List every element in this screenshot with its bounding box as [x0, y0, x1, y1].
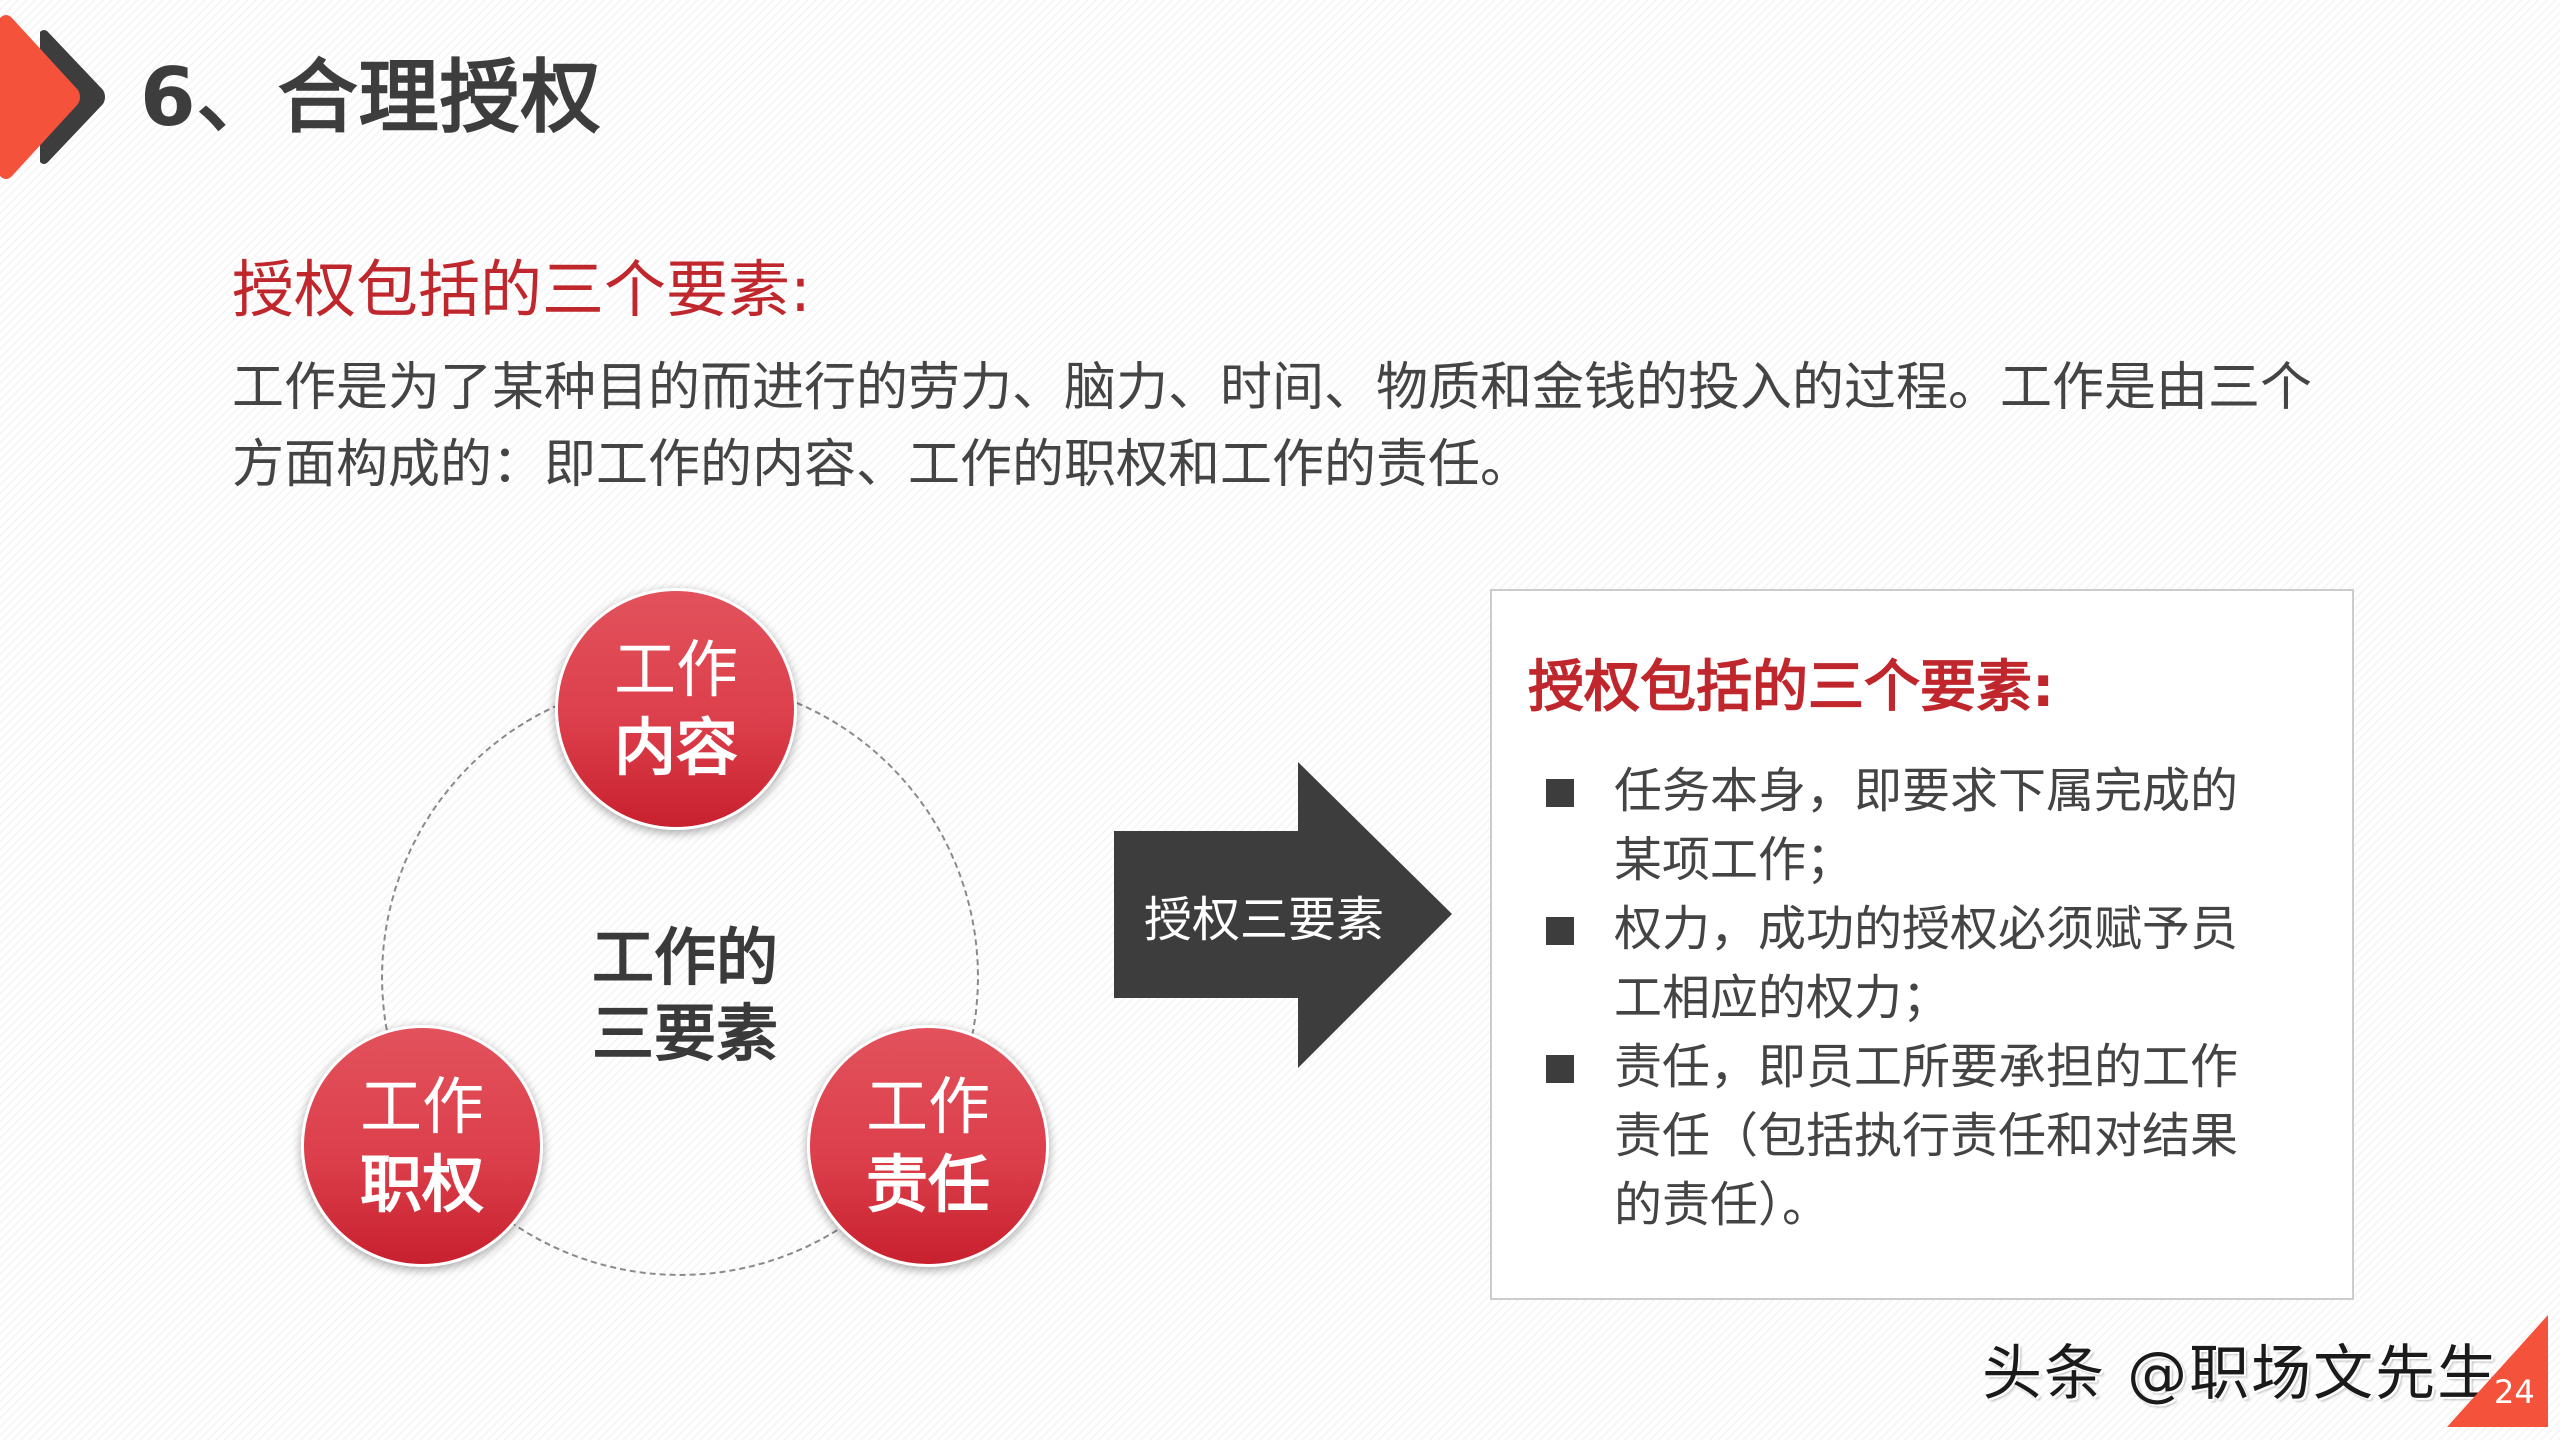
- slide-title: 6、合理授权: [140, 51, 602, 144]
- square-bullet-icon: [1546, 779, 1574, 807]
- bubble-line2: 职权: [359, 1148, 484, 1221]
- bubble-line1: 工作: [613, 633, 738, 706]
- list-item-text: 权力，成功的授权必须赋予员工相应的权力；: [1614, 901, 2239, 1026]
- page-number: 24: [2494, 1373, 2535, 1411]
- chevron-logo-icon: [0, 15, 105, 179]
- list-item-text: 任务本身，即要求下属完成的某项工作；: [1614, 763, 2239, 888]
- list-item-text: 责任，即员工所要承担的工作责任（包括执行责任和对结果的责任）。: [1614, 1039, 2239, 1233]
- bubble-work-responsibility: 工作 责任: [807, 1025, 1049, 1267]
- bubble-line1: 工作: [359, 1070, 484, 1143]
- info-card: 授权包括的三个要素: 任务本身，即要求下属完成的某项工作； 权力，成功的授权必须…: [1490, 589, 2354, 1300]
- bubble-work-content: 工作 内容: [555, 588, 797, 830]
- card-list: 任务本身，即要求下属完成的某项工作； 权力，成功的授权必须赋予员工相应的权力； …: [1492, 757, 2352, 1240]
- list-item: 责任，即员工所要承担的工作责任（包括执行责任和对结果的责任）。: [1492, 1033, 2264, 1240]
- center-label-line2: 三要素: [591, 997, 778, 1070]
- section-heading: 授权包括的三个要素:: [232, 253, 811, 326]
- diagram-center-label: 工作的 三要素: [560, 920, 810, 1072]
- bubble-line2: 内容: [613, 711, 738, 784]
- center-label-line1: 工作的: [591, 921, 778, 994]
- square-bullet-icon: [1546, 917, 1574, 945]
- corner-triangle-icon: [2447, 1315, 2548, 1427]
- bubble-work-authority: 工作 职权: [301, 1025, 543, 1267]
- square-bullet-icon: [1546, 1055, 1574, 1083]
- list-item: 权力，成功的授权必须赋予员工相应的权力；: [1492, 895, 2264, 1033]
- intro-paragraph: 工作是为了某种目的而进行的劳力、脑力、时间、物质和金钱的投入的过程。工作是由三个…: [232, 358, 2313, 495]
- bubble-line2: 责任: [865, 1148, 990, 1221]
- list-item: 任务本身，即要求下属完成的某项工作；: [1492, 757, 2264, 895]
- card-heading: 授权包括的三个要素:: [1528, 655, 2055, 720]
- watermark: 头条 @职场文先生: [1982, 1339, 2500, 1409]
- bubble-line1: 工作: [865, 1070, 990, 1143]
- right-arrow-icon: [1114, 762, 1452, 1068]
- arrow-label: 授权三要素: [1143, 891, 1384, 948]
